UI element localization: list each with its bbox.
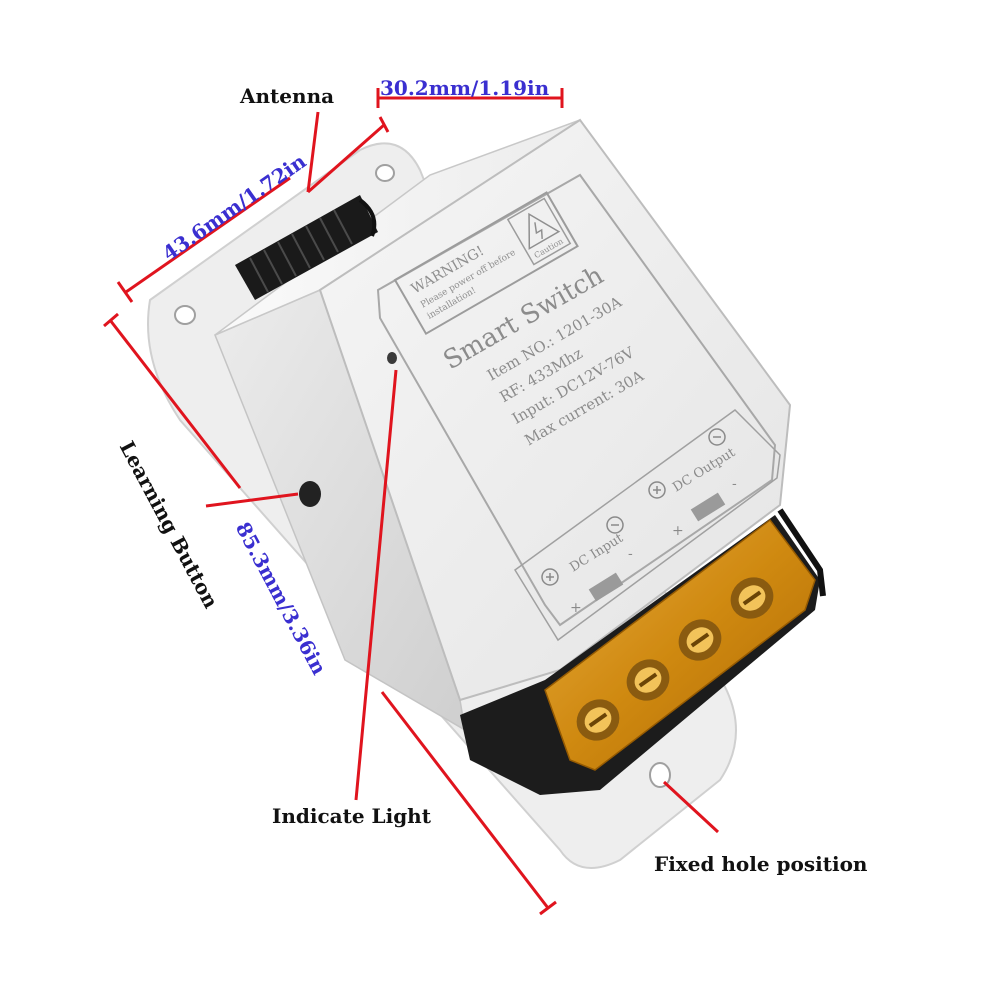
fixed-hole-pointer <box>662 780 720 834</box>
output-minus: - <box>732 476 737 492</box>
indicate-light-callout: Indicate Light <box>272 804 431 828</box>
pointer-lines <box>103 88 720 916</box>
terminal-screws <box>576 577 774 741</box>
output-plus: + <box>672 523 684 539</box>
label-plate-border <box>376 173 777 627</box>
width-dim-line <box>307 123 385 194</box>
ground-symbols <box>541 428 726 586</box>
indicator-light <box>387 352 397 364</box>
length-dim-line-top <box>108 319 242 489</box>
plate-hole-top <box>375 164 395 182</box>
antenna-coil <box>235 195 378 300</box>
input-plus: + <box>570 600 582 616</box>
terminal-label-band <box>513 409 781 642</box>
fixed-hole-callout: Fixed hole position <box>654 852 868 876</box>
width-dimension-label: 30.2mm/1.19in <box>380 76 550 100</box>
depth-dim-line <box>125 176 291 294</box>
output-indicator-box <box>690 492 726 522</box>
plate-hole-left <box>174 305 196 325</box>
indicate-light-pointer <box>354 369 398 801</box>
hazard-triangle-icon <box>528 212 561 250</box>
input-minus: - <box>628 546 633 562</box>
antenna-pointer <box>306 111 320 193</box>
learning-button-pointer <box>205 492 299 508</box>
length-dim-line-bottom <box>380 691 550 909</box>
antenna-callout: Antenna <box>240 84 335 108</box>
input-indicator-box <box>588 572 624 602</box>
learning-button <box>299 481 321 507</box>
